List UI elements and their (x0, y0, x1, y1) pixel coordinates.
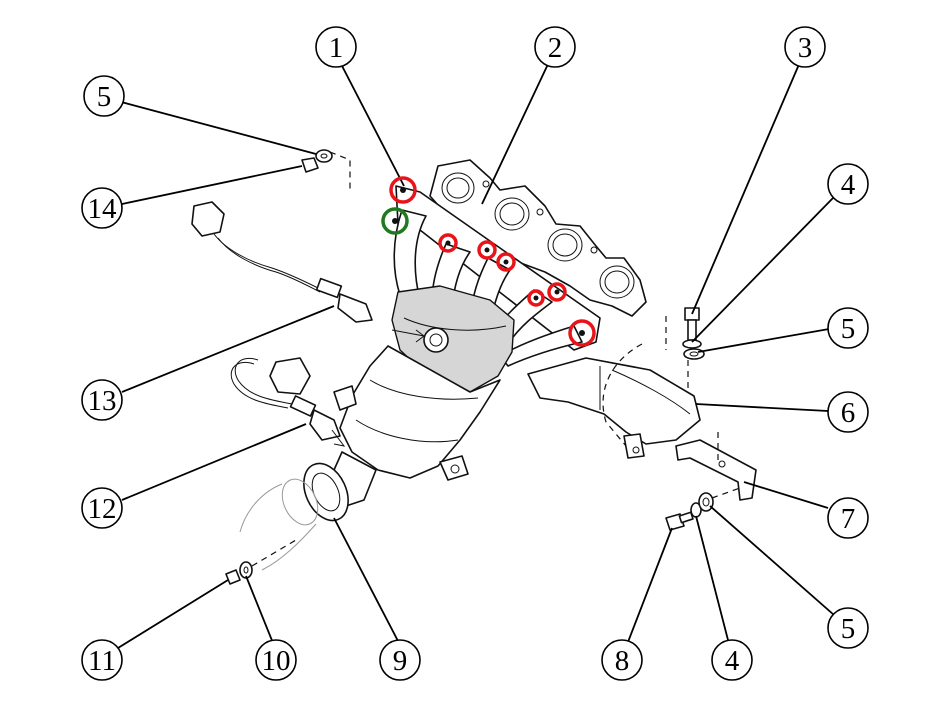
callout-4-bottom: 4 (711, 639, 753, 681)
leader-12 (121, 423, 307, 501)
callout-2: 2 (534, 26, 576, 68)
bolt-dot (400, 187, 406, 193)
support-bracket (675, 432, 757, 501)
leader-10 (245, 575, 274, 644)
callout-5-top-left: 5 (83, 75, 125, 117)
leader-5c (709, 505, 835, 616)
exhaust-pipe-outline (239, 478, 319, 571)
leader-4a (691, 197, 834, 343)
callout-5-bottom-label: 5 (841, 613, 856, 645)
bolt-dot (445, 240, 451, 246)
callout-3-label: 3 (798, 32, 813, 64)
callout-7-label: 7 (841, 503, 856, 535)
callout-6-label: 6 (841, 397, 856, 429)
bolt-dot (533, 295, 539, 301)
bolt-dot (503, 259, 509, 265)
leader-1 (339, 61, 405, 187)
callout-9-label: 9 (393, 645, 408, 677)
heat-shield (527, 343, 701, 459)
callout-10-label: 10 (262, 645, 291, 677)
red-marker-ring (438, 233, 458, 253)
leader-4b (695, 515, 729, 641)
oxygen-sensor-upstream (191, 201, 373, 323)
bolt-dot (392, 218, 398, 224)
callout-5-bottom: 5 (827, 607, 869, 649)
leader-7 (743, 481, 829, 509)
red-marker-ring (568, 319, 596, 347)
oxygen-sensor-downstream (230, 357, 341, 441)
callout-14-label: 14 (88, 193, 118, 225)
leader-6 (695, 403, 829, 412)
bolt-highlight-markers (381, 176, 596, 347)
callout-2-label: 2 (548, 32, 563, 64)
leader-8 (627, 527, 673, 643)
red-marker-ring (496, 252, 516, 272)
stud-hardware-top (301, 149, 351, 190)
callout-11-label: 11 (88, 645, 116, 677)
green-marker-ring (381, 207, 409, 235)
callout-4-top-label: 4 (841, 169, 856, 201)
callout-13-label: 13 (88, 385, 117, 417)
callout-7: 7 (827, 497, 869, 539)
arrow-sensor-upstream (391, 329, 425, 343)
callout-1: 1 (315, 26, 357, 68)
callout-4-top: 4 (827, 163, 869, 205)
bracket-hardware-bottom (665, 487, 741, 531)
leader-lines (109, 61, 835, 649)
callout-5-top-left-label: 5 (97, 81, 112, 113)
leader-13 (121, 305, 335, 393)
callout-9: 9 (379, 639, 421, 681)
callout-14: 14 (81, 187, 123, 229)
bolt-dot (484, 247, 490, 253)
callout-10: 10 (255, 639, 297, 681)
callout-5-right: 5 (827, 307, 869, 349)
red-marker-ring (547, 282, 567, 302)
leader-2 (481, 61, 550, 205)
bolt-shield (665, 307, 705, 392)
callout-12: 12 (81, 487, 123, 529)
arrow-sensor-downstream (331, 429, 346, 447)
bolt-dot (554, 289, 560, 295)
leader-11 (117, 579, 229, 649)
callout-13: 13 (81, 379, 123, 421)
callout-4-bottom-label: 4 (725, 645, 740, 677)
leader-5b (697, 328, 830, 353)
leader-9 (333, 517, 399, 642)
callout-8-label: 8 (615, 645, 630, 677)
callout-1-label: 1 (329, 32, 344, 64)
outlet-hardware (225, 539, 297, 585)
red-marker-ring (477, 240, 497, 260)
callout-3: 3 (784, 26, 826, 68)
callout-5-right-label: 5 (841, 313, 856, 345)
callout-8: 8 (601, 639, 643, 681)
leader-14 (121, 165, 303, 205)
red-marker-ring (527, 289, 545, 307)
callout-11: 11 (81, 639, 123, 681)
red-marker-ring (389, 176, 417, 204)
bolt-dot (579, 330, 585, 336)
callout-6: 6 (827, 391, 869, 433)
leader-3 (691, 61, 801, 315)
callout-12-label: 12 (88, 493, 117, 525)
leader-5a (109, 98, 317, 155)
